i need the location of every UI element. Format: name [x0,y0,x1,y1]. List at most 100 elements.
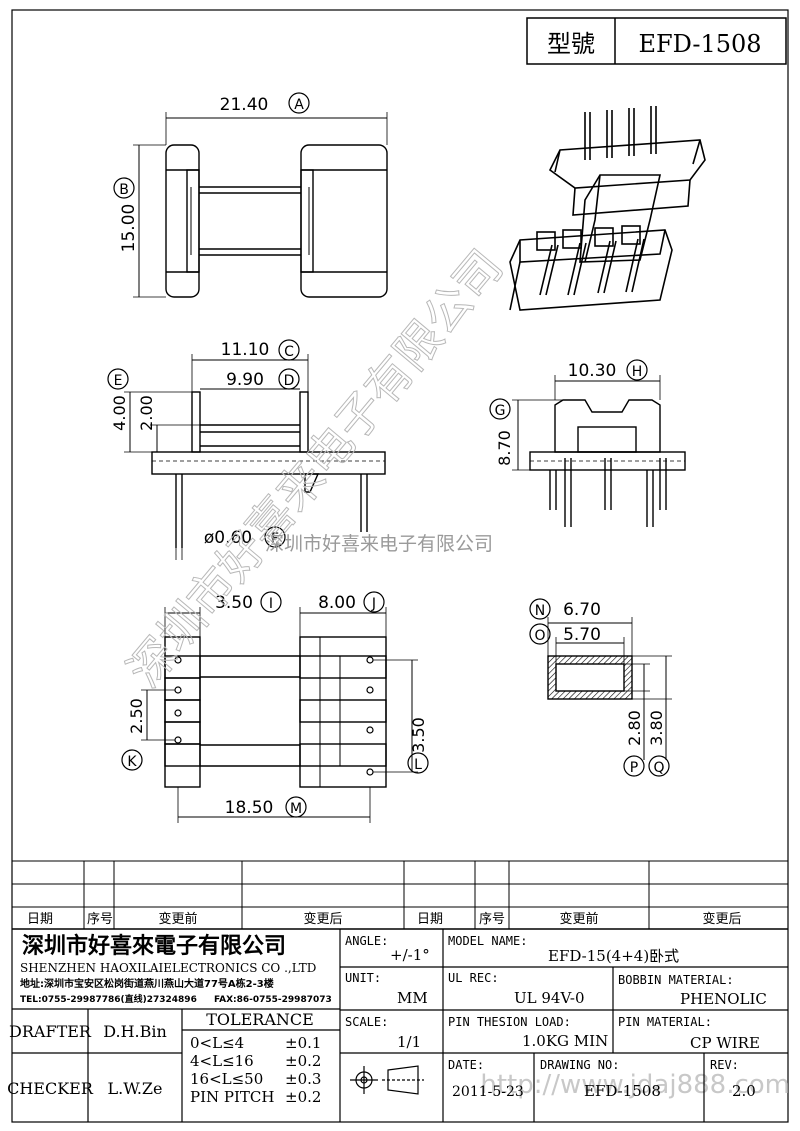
rev-header-no-2: 序号 [479,912,505,927]
dim-l-mark: L [414,757,422,773]
dim-k-value: 2.50 [127,698,146,734]
angle-value: +/-1° [390,946,430,964]
drafter-value: D.H.Bin [103,1022,167,1041]
revision-headers: 日期 序号 变更前 变更后 日期 序号 变更前 变更后 [27,911,742,927]
bobbin-material-label: BOBBIN MATERIAL: [618,973,734,987]
title-block-grid [12,929,788,1122]
tolerance-range-1: 0<L≤4 [190,1034,244,1052]
date-label: DATE: [448,1058,484,1072]
dim-q-value: 3.80 [647,710,666,746]
dim-o-mark: O [534,628,545,644]
dim-a-value: 21.40 [220,95,269,115]
top-view [133,112,388,298]
dim-f-value: ø0.60 [204,528,252,548]
drawing-no-label: DRAWING NO: [540,1058,619,1072]
tolerance-title: TOLERANCE [206,1010,314,1029]
scale-label: SCALE: [345,1015,388,1029]
model-name-label: MODEL NAME: [448,934,527,948]
tolerance-value-1: ±0.1 [285,1034,321,1052]
bobbin-material-value: PHENOLIC [680,990,767,1008]
angle-label: ANGLE: [345,934,388,948]
drawing-no-value: EFD-1508 [584,1082,661,1100]
dim-q-mark: Q [653,760,664,776]
dim-m-mark: M [290,801,302,817]
dim-h-value: 10.30 [568,361,617,381]
unit-label: UNIT: [345,971,381,985]
company-name-en: SHENZHEN HAOXILAIELECTRONICS CO .,LTD [20,961,316,975]
watermark-diagonal: 深圳市好喜来电子有限公司 [117,240,513,698]
core-section [547,617,672,760]
dim-b-mark: B [119,182,129,198]
checker-label: CHECKER [7,1079,94,1098]
dim-b-value: 15.00 [119,204,139,253]
pin-load-value: 1.0KG MIN [522,1032,608,1050]
ul-label: UL REC: [448,971,499,985]
unit-value: MM [397,989,428,1007]
rev-value: 2.0 [732,1082,756,1100]
drafter-label: DRAFTER [9,1022,92,1041]
pin-material-label: PIN MATERIAL: [618,1015,712,1029]
dim-j-value: 8.00 [318,593,356,613]
dim-o-value: 5.70 [563,625,601,645]
pin-load-label: PIN THESION LOAD: [448,1015,571,1029]
tolerance-rows: 0<L≤4 ±0.1 4<L≤16 ±0.2 16<L≤50 ±0.3 PIN … [190,1034,321,1106]
watermark-horizontal: 深圳市好喜来电子有限公司 [265,533,493,555]
company-address: 地址:深圳市宝安区松岗街道燕川燕山大道77号A栋2-3楼 [20,977,274,990]
rev-header-date-2: 日期 [417,912,443,927]
dim-g-value: 8.70 [495,430,514,466]
tolerance-range-4: PIN PITCH [190,1088,275,1106]
revision-table [12,860,788,930]
company-name-cn: 深圳市好喜來電子有限公司 [22,933,286,959]
sheet-border [11,9,789,1123]
company-fax: FAX:86-0755-29987073 [214,995,332,1005]
dim-f-mark: F [271,531,279,547]
checker-value: L.W.Ze [107,1079,162,1098]
tolerance-range-2: 4<L≤16 [190,1052,254,1070]
dim-g-mark: G [495,403,506,419]
bottom-view [141,607,418,823]
tolerance-value-3: ±0.3 [285,1070,321,1088]
projection-symbol-icon [350,1065,424,1095]
model-title-box: 型號 EFD-1508 [526,17,787,65]
front-view [124,354,386,560]
dim-k-mark: K [127,754,137,770]
rev-header-no-1: 序号 [87,912,113,927]
bottom-view-pin-holes [174,656,374,776]
tolerance-range-3: 16<L≤50 [190,1070,263,1088]
side-view [512,375,686,527]
dim-d-mark: D [284,373,295,389]
rev-header-before-2: 变更前 [559,911,598,927]
model-name-value: EFD-15(4+4)卧式 [548,947,679,965]
dim-p-mark: P [630,760,638,776]
dim-d-value: 9.90 [226,370,264,390]
dim-c-value: 11.10 [221,340,270,360]
model-value: EFD-1508 [638,30,761,58]
watermark-site: http://www.jdaj888.com [480,1070,790,1100]
dim-e2-value: 2.00 [137,395,156,431]
pin-material-value: CP WIRE [690,1034,760,1052]
dim-a-mark: A [294,97,304,113]
dim-j-mark: J [371,596,376,612]
tolerance-value-2: ±0.2 [285,1052,321,1070]
dim-c-mark: C [284,344,294,360]
company-tel: TEL:0755-29987786(直线)27324896 [20,993,197,1005]
dim-n-mark: N [535,603,545,619]
tolerance-value-4: ±0.2 [285,1088,321,1106]
isometric-view [509,106,706,311]
model-label: 型號 [547,30,595,58]
rev-header-date-1: 日期 [27,912,53,927]
dim-i-value: 3.50 [215,593,253,613]
dim-l-value: 3.50 [409,717,428,753]
dim-h-mark: H [632,364,643,380]
dim-m-value: 18.50 [225,798,274,818]
rev-header-before-1: 变更前 [158,911,197,927]
rev-header-after-2: 变更后 [702,911,741,927]
dim-e-mark: E [114,373,123,389]
ul-value: UL 94V-0 [514,989,585,1007]
dim-i-mark: I [269,596,273,612]
scale-value: 1/1 [397,1033,421,1051]
rev-header-after-1: 变更后 [303,911,342,927]
dim-p-value: 2.80 [625,710,644,746]
date-value: 2011-5-23 [452,1084,524,1100]
